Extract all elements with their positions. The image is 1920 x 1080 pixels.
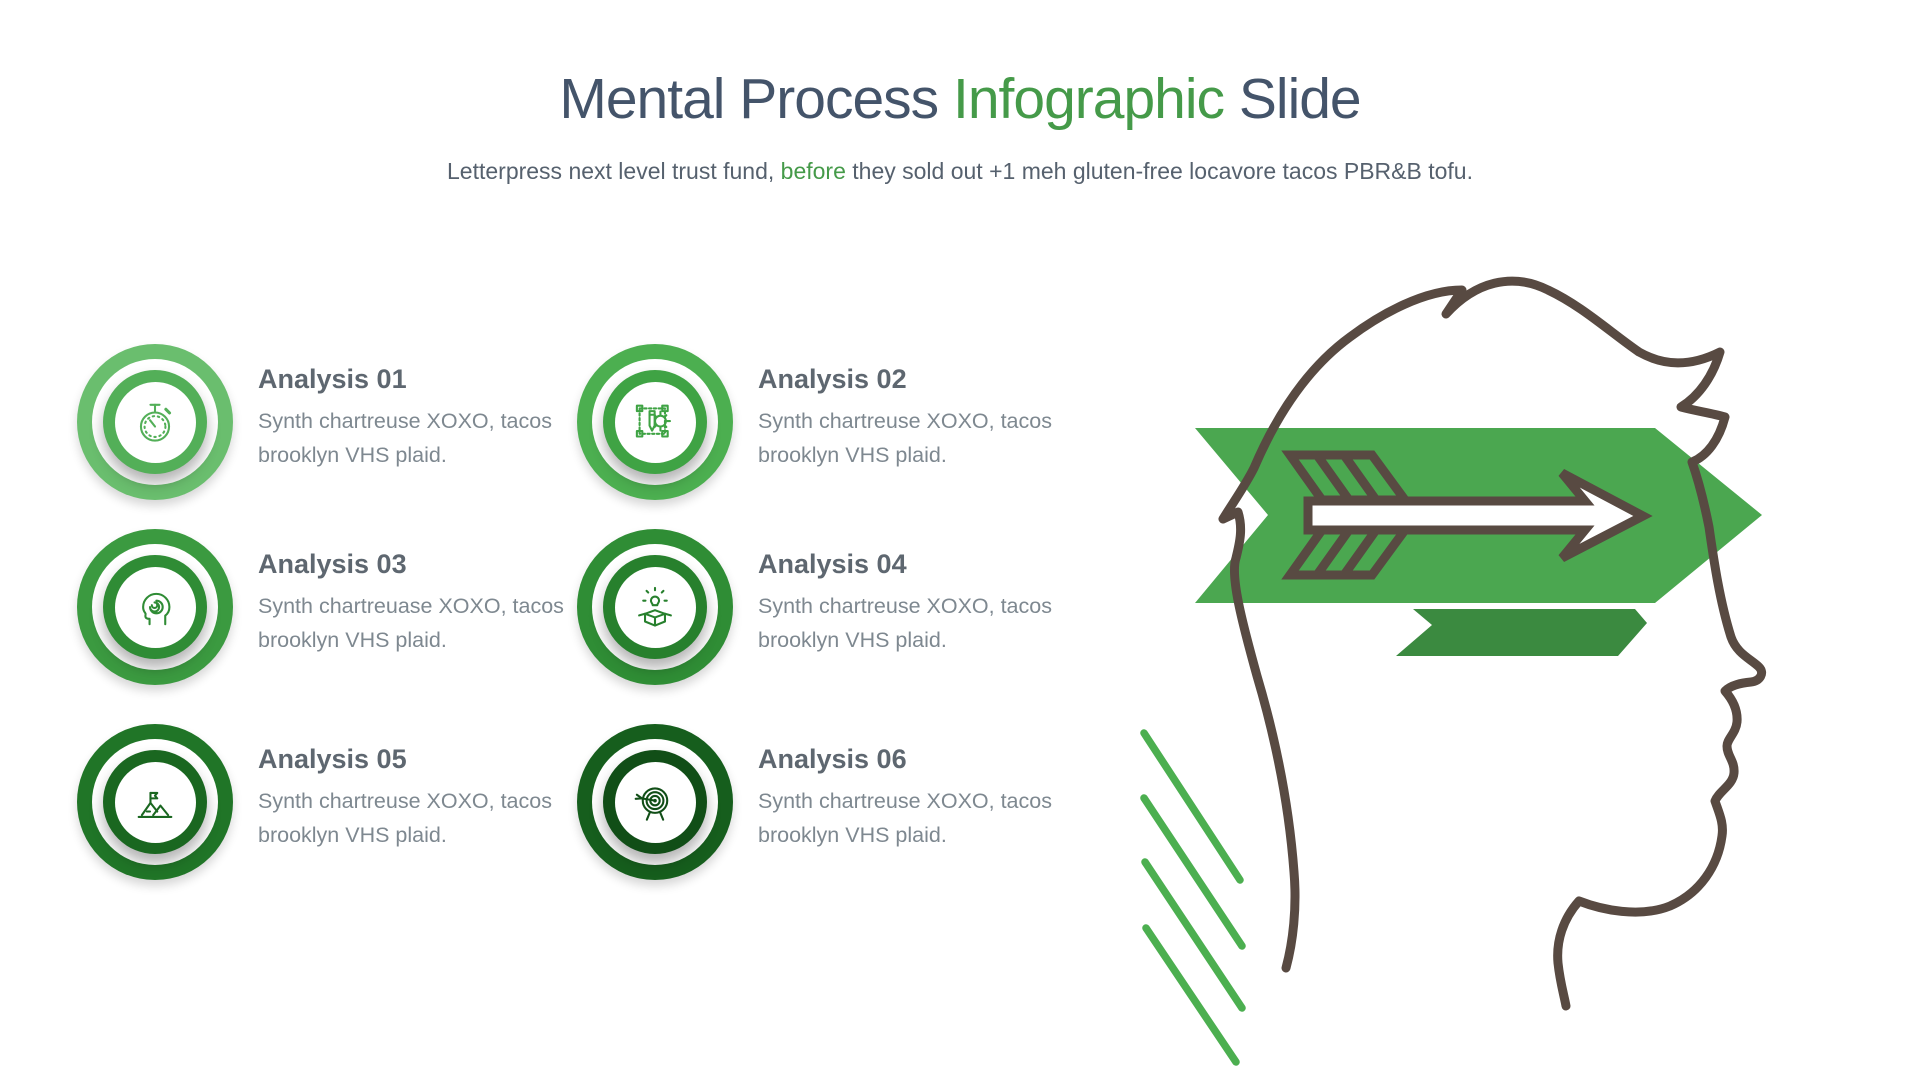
ring-center bbox=[114, 566, 196, 648]
ring-center bbox=[614, 381, 696, 463]
head-outline bbox=[1218, 276, 1767, 1011]
item-text-block: Analysis 03 Synth chartreuase XOXO, taco… bbox=[258, 549, 573, 657]
arrow-graphic bbox=[1281, 450, 1653, 580]
ring-inner bbox=[103, 555, 207, 659]
head-illustration bbox=[1140, 276, 1767, 1066]
subtitle: Letterpress next level trust fund, befor… bbox=[0, 158, 1920, 185]
ring-inner bbox=[603, 555, 707, 659]
accent-lines bbox=[1140, 729, 1246, 1066]
stopwatch-icon bbox=[139, 403, 172, 442]
ring-badge bbox=[77, 724, 233, 880]
ring-badge bbox=[577, 724, 733, 880]
ring-gap bbox=[92, 544, 218, 670]
accent-line bbox=[1142, 924, 1240, 1066]
mountain-flag-icon bbox=[137, 791, 173, 818]
ring-inner bbox=[603, 750, 707, 854]
ring-center bbox=[614, 566, 696, 648]
subtitle-text-2: they sold out +1 meh gluten-free locavor… bbox=[845, 158, 1473, 184]
idea-box-icon bbox=[638, 586, 672, 627]
ring-center bbox=[114, 381, 196, 463]
ring-badge bbox=[577, 529, 733, 685]
analysis-item-02: Analysis 02 Synth chartreuse XOXO, tacos… bbox=[577, 344, 1077, 500]
item-description: Synth chartreuse XOXO, tacos brooklyn VH… bbox=[258, 409, 552, 467]
ring-gap bbox=[592, 359, 718, 485]
item-text-block: Analysis 01 Synth chartreuse XOXO, tacos… bbox=[258, 364, 573, 472]
item-description: Synth chartreuse XOXO, tacos brooklyn VH… bbox=[758, 409, 1052, 467]
ring-gap bbox=[92, 739, 218, 865]
mind-maze-icon bbox=[142, 592, 171, 626]
arrow-fletching-bottom-stripes bbox=[1313, 527, 1380, 578]
ribbon-fold bbox=[1396, 609, 1647, 656]
subtitle-highlight: before bbox=[780, 158, 846, 184]
analysis-item-03: Analysis 03 Synth chartreuase XOXO, taco… bbox=[77, 529, 577, 685]
arrow-body bbox=[1303, 469, 1653, 562]
subtitle-text-1: Letterpress next level trust fund, bbox=[447, 158, 781, 184]
item-title: Analysis 06 bbox=[758, 744, 907, 774]
item-description: Synth chartreuse XOXO, tacos brooklyn VH… bbox=[258, 789, 552, 847]
page-title: Mental Process Infographic Slide bbox=[0, 66, 1920, 132]
pen-tool-icon bbox=[635, 404, 671, 438]
arrow-fletching-top-stripes bbox=[1313, 452, 1380, 503]
analysis-item-06: Analysis 06 Synth chartreuse XOXO, tacos… bbox=[577, 724, 1077, 880]
analysis-item-04: Analysis 04 Synth chartreuse XOXO, tacos… bbox=[577, 529, 1077, 685]
ring-badge bbox=[77, 344, 233, 500]
ring-badge bbox=[577, 344, 733, 500]
item-text-block: Analysis 04 Synth chartreuse XOXO, tacos… bbox=[758, 549, 1073, 657]
item-description: Synth chartreuse XOXO, tacos brooklyn VH… bbox=[758, 789, 1052, 847]
target-arrow-icon bbox=[634, 787, 669, 821]
item-description: Synth chartreuase XOXO, tacos brooklyn V… bbox=[258, 594, 564, 652]
ring-inner bbox=[603, 370, 707, 474]
ring-gap bbox=[92, 359, 218, 485]
ring-gap bbox=[592, 544, 718, 670]
ring-center bbox=[614, 761, 696, 843]
item-text-block: Analysis 05 Synth chartreuse XOXO, tacos… bbox=[258, 744, 573, 852]
item-description: Synth chartreuse XOXO, tacos brooklyn VH… bbox=[758, 594, 1052, 652]
accent-line bbox=[1140, 794, 1246, 950]
title-text-2: Slide bbox=[1224, 67, 1362, 131]
analysis-item-01: Analysis 01 Synth chartreuse XOXO, tacos… bbox=[77, 344, 577, 500]
item-text-block: Analysis 06 Synth chartreuse XOXO, tacos… bbox=[758, 744, 1073, 852]
title-text-1: Mental Process bbox=[559, 67, 954, 131]
ring-gap bbox=[592, 739, 718, 865]
accent-line bbox=[1141, 858, 1246, 1012]
accent-line bbox=[1140, 729, 1244, 884]
ring-inner bbox=[103, 750, 207, 854]
item-title: Analysis 02 bbox=[758, 364, 907, 394]
title-highlight: Infographic bbox=[953, 67, 1225, 131]
item-title: Analysis 05 bbox=[258, 744, 407, 774]
ring-center bbox=[114, 761, 196, 843]
item-title: Analysis 01 bbox=[258, 364, 407, 394]
item-title: Analysis 04 bbox=[758, 549, 907, 579]
ring-inner bbox=[103, 370, 207, 474]
item-text-block: Analysis 02 Synth chartreuse XOXO, tacos… bbox=[758, 364, 1073, 472]
analysis-item-05: Analysis 05 Synth chartreuse XOXO, tacos… bbox=[77, 724, 577, 880]
ring-badge bbox=[77, 529, 233, 685]
item-title: Analysis 03 bbox=[258, 549, 407, 579]
